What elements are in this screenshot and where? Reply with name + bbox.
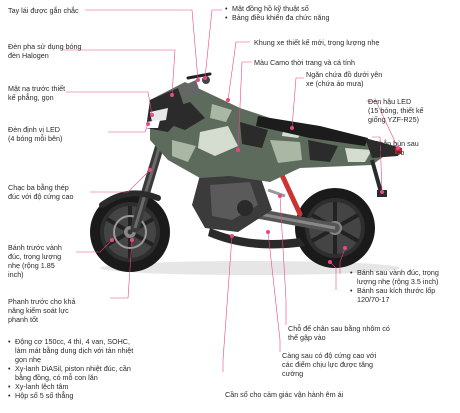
callout-front-face: Mặt nạ trước thiết kế phẳng, gọn xyxy=(8,84,66,102)
callout-front-brake: Phanh trước cho khả năng kiểm soát lực p… xyxy=(8,297,76,324)
rear-wheel-item: Bánh sau vành đúc, trọng lượng nhẹ (rộng… xyxy=(350,268,439,286)
callout-camo: Màu Camo thời trang và cá tính xyxy=(254,58,355,67)
callout-headlight: Đèn pha sử dụng bóng đèn Halogen xyxy=(8,42,82,60)
callout-new-frame: Khung xe thiết kế mới, trọng lượng nhẹ xyxy=(254,38,380,47)
engine-spec-item: Hộp số 5 số thẳng xyxy=(8,391,133,400)
engine-spec-list: Động cơ 150cc, 4 thì, 4 van, SOHC, làm m… xyxy=(8,337,133,400)
callout-front-wheel: Bánh trước vành đúc, trọng lượng nhẹ (rộ… xyxy=(8,243,62,279)
dashboard-item: Mặt đồng hồ kỹ thuật số xyxy=(225,4,330,13)
engine-spec-item: Động cơ 150cc, 4 thì, 4 van, SOHC, làm m… xyxy=(8,337,133,364)
dashboard-item: Bảng điều khiển đa chức năng xyxy=(225,13,330,22)
callout-footrest: Chỗ để chân sau bằng nhôm có thể gập vào xyxy=(288,324,390,342)
callout-position-led: Đèn định vị LED (4 bóng mỗi bên) xyxy=(8,125,63,143)
callout-mudguard: Chắn bùn sau dạng treo xyxy=(374,139,419,157)
dashboard-list: Mặt đồng hồ kỹ thuật số Bảng điều khiển … xyxy=(225,4,330,22)
rear-wheel-item: Bánh sau kích thước lốp 120/70-17 xyxy=(350,286,439,304)
engine-spec-item: Xy-lanh DiASil, piston nhiệt đúc, cần bằ… xyxy=(8,364,133,382)
callout-swingarm: Càng sau có độ cứng cao với các điểm chị… xyxy=(282,351,377,378)
callout-tail-led: Đèn hậu LED (15 bóng, thiết kế giống YZF… xyxy=(368,97,424,124)
front-wheel xyxy=(90,192,170,272)
engine-spec-item: Xy-lanh lệch tâm xyxy=(8,382,133,391)
callout-handlebar: Tay lái được gắn chắc xyxy=(8,6,79,15)
callout-storage: Ngăn chứa đồ dưới yên xe (chứa áo mưa) xyxy=(306,70,383,88)
callout-steel-frame: Chạc ba bằng thép đúc với độ cứng cao xyxy=(8,183,74,201)
rear-wheel-list: Bánh sau vành đúc, trọng lượng nhẹ (rộng… xyxy=(350,268,439,304)
callout-sensor: Cần số cho cảm giác vận hành êm ái xyxy=(225,390,344,399)
